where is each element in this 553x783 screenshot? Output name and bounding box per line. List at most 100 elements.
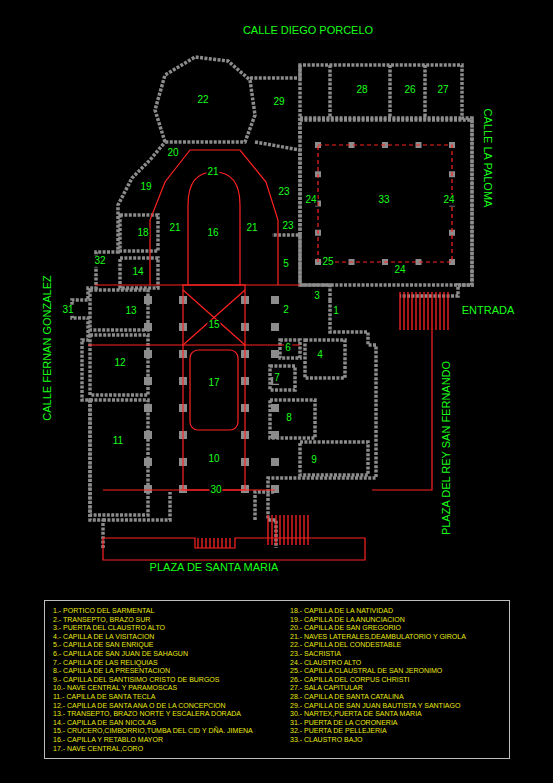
pillar: [271, 296, 279, 304]
stair-step: [423, 292, 424, 330]
room-number: 12: [113, 358, 126, 369]
plan-stroke: [150, 150, 278, 285]
plan-stroke: [90, 335, 148, 395]
room-number: 3: [313, 291, 321, 302]
pillar: [271, 323, 279, 331]
room-number: 13: [124, 306, 137, 317]
room-number: 17: [207, 378, 220, 389]
pillar: [271, 404, 279, 412]
legend-item: 13.- TRANSEPTO, BRAZO NORTE Y ESCALERA D…: [53, 710, 253, 719]
stair-step: [419, 292, 420, 330]
legend-item: 2.- TRANSEPTO, BRAZO SUR: [53, 616, 253, 625]
stair-steps: [198, 292, 448, 548]
pillar: [144, 323, 152, 331]
room-number: 33: [377, 195, 390, 206]
stair-step: [431, 292, 432, 330]
pillar: [144, 377, 152, 385]
stair-step: [217, 538, 218, 548]
legend-item: 8.- CAPILLA DE LA PRESENTACION: [53, 667, 253, 676]
legend-item: 29.- CAPILLA DE SAN JUAN BAUTISTA Y SANT…: [290, 702, 466, 711]
room-number: 21: [245, 223, 258, 234]
legend-column: 18.- CAPILLA DE LA NATIVIDAD19.- CAPILLA…: [290, 607, 466, 745]
room-number: 8: [285, 413, 293, 424]
stair-step: [209, 538, 210, 548]
plan-stroke: [183, 285, 245, 490]
plan-stroke: [318, 145, 452, 262]
stair-step: [197, 538, 198, 548]
pillar: [271, 458, 279, 466]
room-number: 1: [332, 306, 340, 317]
legend-item: 24.- CLAUSTRO ALTO: [290, 659, 466, 668]
room-number: 24: [442, 195, 455, 206]
plan-stroke: [270, 400, 315, 438]
street-name: CALLE LA PALOMA: [481, 108, 493, 209]
room-number: 7: [273, 373, 281, 384]
pillar: [144, 350, 152, 358]
room-number: 10: [207, 454, 220, 465]
stair-step: [271, 515, 272, 545]
stair-step: [201, 538, 202, 548]
room-number: 23: [281, 221, 294, 232]
legend-column: 1.- PORTICO DEL SARMENTAL2.- TRANSEPTO, …: [53, 607, 253, 753]
pillar: [144, 458, 152, 466]
legend-item: 18.- CAPILLA DE LA NATIVIDAD: [290, 607, 466, 616]
plan-stroke: [190, 350, 238, 430]
room-number: 26: [403, 85, 416, 96]
plan-stroke: [300, 65, 462, 140]
plan-stroke: [188, 172, 240, 285]
plan-stroke: [305, 340, 345, 378]
pillar: [271, 350, 279, 358]
room-number: 19: [139, 182, 152, 193]
plan-stroke: [90, 400, 148, 515]
legend-item: 32.- PUERTA DE PELLEJERIA: [290, 727, 466, 736]
legend-item: 15.- CRUCERO,CIMBORRIO,TUMBA DEL CID Y D…: [53, 727, 253, 736]
legend-item: 20.- CAPILLA DE SAN GREGORIO: [290, 624, 466, 633]
street-name: CALLE FERNAN GONZALEZ: [42, 274, 54, 421]
room-number: 4: [316, 350, 324, 361]
legend-item: 23.- SACRISTIA: [290, 650, 466, 659]
stair-step: [213, 538, 214, 548]
pillar: [271, 485, 279, 493]
plan-stroke: [300, 442, 368, 475]
stair-step: [403, 292, 404, 330]
room-number: 23: [277, 187, 290, 198]
room-number: 16: [206, 228, 219, 239]
room-number: 31: [61, 305, 74, 316]
plan-stroke: [120, 215, 158, 251]
legend-item: 27.- SALA CAPITULAR: [290, 684, 466, 693]
legend-item: 21.- NAVES LATERALES,DEAMBULATORIO Y GIR…: [290, 633, 466, 642]
stair-step: [443, 292, 444, 330]
legend-item: 7.- CAPILLA DE LAS RELIQUIAS: [53, 659, 253, 668]
plan-stroke: [103, 538, 365, 560]
stair-step: [447, 292, 448, 330]
legend-item: 5.- CAPILLA DE SAN ENRIQUE: [53, 641, 253, 650]
legend-item: 31.- PUERTA DE LA CORONERIA: [290, 719, 466, 728]
stair-step: [439, 292, 440, 330]
room-number: 2: [282, 305, 290, 316]
plan-stroke: [250, 65, 472, 296]
legend-item: 14.- CAPILLA DE SAN NICOLAS: [53, 719, 253, 728]
pillar: [144, 296, 152, 304]
street-name: PLAZA DEL REY SAN FERNANDO: [441, 360, 453, 536]
legend-item: 22.- CAPILLA DEL CONDESTABLE: [290, 641, 466, 650]
legend-item: 16.- CAPILLA Y RETABLO MAYOR: [53, 736, 253, 745]
wall-outline: [72, 57, 472, 548]
plan-stroke: [372, 330, 432, 490]
room-number: 15: [207, 320, 220, 331]
legend-item: 10.- NAVE CENTRAL Y PARAMOSCAS: [53, 684, 253, 693]
legend-item: 12.- CAPILLA DE SANTA ANA O DE LA CONCEP…: [53, 702, 253, 711]
pillar-row: [144, 142, 455, 493]
legend-item: 28.- CAPILLA DE SANTA CATALINA: [290, 693, 466, 702]
stair-step: [283, 515, 284, 545]
street-name: PLAZA DE SANTA MARIA: [149, 562, 280, 574]
stair-step: [267, 515, 268, 545]
plan-stroke: [88, 285, 300, 490]
legend-item: 4.- CAPILLA DE LA VISITACION: [53, 633, 253, 642]
stair-step: [229, 538, 230, 548]
plan-stroke: [255, 142, 330, 300]
room-number: 28: [355, 85, 368, 96]
vault-lines: [88, 145, 452, 560]
street-name: CALLE DIEGO PORCELO: [242, 25, 374, 37]
stair-step: [307, 515, 308, 545]
street-name: ENTRADA: [461, 305, 516, 317]
